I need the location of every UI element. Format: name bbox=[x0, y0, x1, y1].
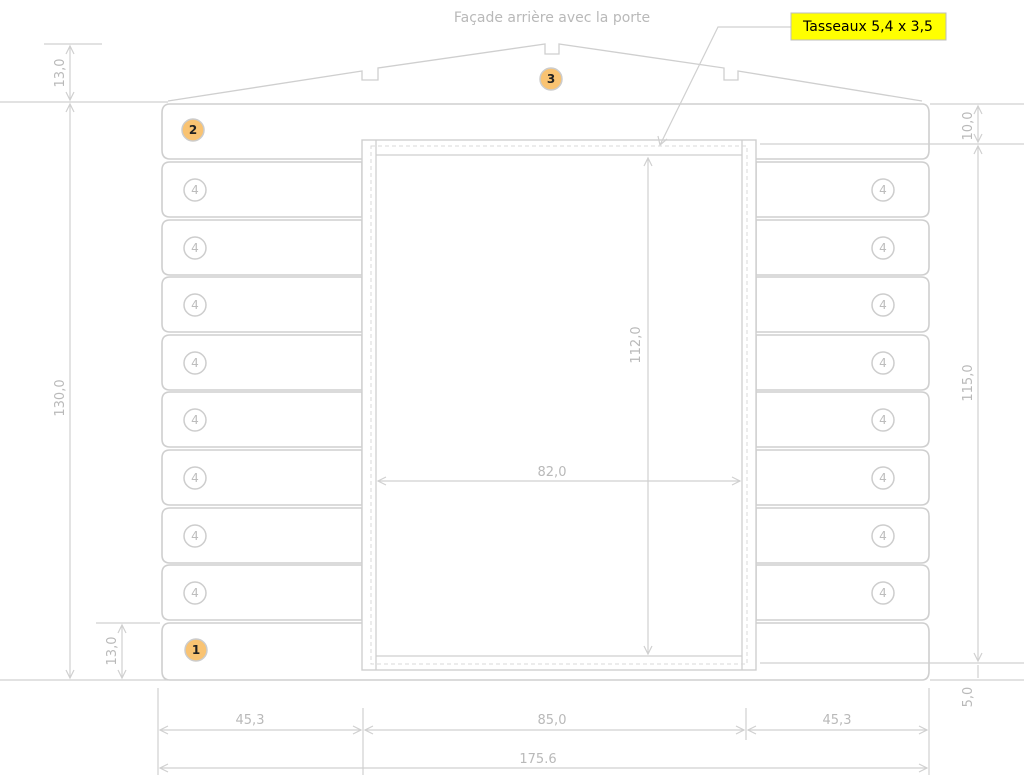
left-marker-4-3 bbox=[183, 293, 207, 317]
right-marker-4-3 bbox=[871, 293, 895, 317]
right-plank-1 bbox=[755, 161, 930, 218]
left-marker-4-7 bbox=[183, 524, 207, 548]
right-marker-4-4-label: 4 bbox=[879, 356, 887, 370]
left-marker-4-4 bbox=[183, 351, 207, 375]
left-plank-7 bbox=[161, 507, 363, 564]
left-marker-4-2-label: 4 bbox=[191, 241, 199, 255]
left-plank-5 bbox=[161, 391, 363, 448]
right-planks bbox=[755, 161, 930, 621]
left-marker-4-7-label: 4 bbox=[191, 529, 199, 543]
drawing-title: Façade arrière avec la porte bbox=[454, 10, 650, 26]
right-marker-4-8 bbox=[871, 581, 895, 605]
right-marker-4-7-label: 4 bbox=[879, 529, 887, 543]
right-marker-4-2 bbox=[871, 236, 895, 260]
roof-outline bbox=[167, 43, 923, 102]
right-marker-4-7 bbox=[871, 524, 895, 548]
door-width-label: 82,0 bbox=[538, 465, 567, 480]
left-width-label: 45,3 bbox=[236, 713, 265, 728]
callout-leader bbox=[659, 26, 792, 146]
left-marker-4-6 bbox=[183, 466, 207, 490]
right-marker-4-5 bbox=[871, 408, 895, 432]
left-marker-4-1-label: 4 bbox=[191, 183, 199, 197]
left-marker-4-6-label: 4 bbox=[191, 471, 199, 485]
bottom-plank-height-label: 13,0 bbox=[105, 637, 120, 666]
side-plank-markers: 4 4 4 4 4 4 4 4 4 4 4 4 4 4 4 4 bbox=[183, 178, 895, 605]
bottom-gap-label: 5,0 bbox=[961, 687, 976, 708]
right-marker-4-5-label: 4 bbox=[879, 413, 887, 427]
left-planks bbox=[161, 161, 363, 621]
right-marker-4-1 bbox=[871, 178, 895, 202]
left-plank-8 bbox=[161, 564, 363, 621]
marker-2 bbox=[181, 118, 205, 142]
right-plank-8 bbox=[755, 564, 930, 621]
left-plank-1 bbox=[161, 161, 363, 218]
callout-label: Tasseaux 5,4 x 3,5 bbox=[802, 19, 933, 35]
left-marker-4-2 bbox=[183, 236, 207, 260]
left-marker-4-5 bbox=[183, 408, 207, 432]
right-marker-4-1-label: 4 bbox=[879, 183, 887, 197]
right-marker-4-6-label: 4 bbox=[879, 471, 887, 485]
right-plank-7 bbox=[755, 507, 930, 564]
marker-2-label: 2 bbox=[189, 123, 197, 137]
left-plank-2 bbox=[161, 219, 363, 276]
right-plank-6 bbox=[755, 449, 930, 506]
left-plank-4 bbox=[161, 334, 363, 391]
door-frame bbox=[361, 139, 757, 671]
right-marker-4-4 bbox=[871, 351, 895, 375]
right-height-label: 115,0 bbox=[961, 364, 976, 401]
door-battens-outline bbox=[370, 145, 748, 665]
right-width-label: 45,3 bbox=[823, 713, 852, 728]
right-plank-4 bbox=[755, 334, 930, 391]
marker-3 bbox=[539, 67, 563, 91]
right-plank-3 bbox=[755, 276, 930, 333]
callout-box bbox=[790, 12, 947, 41]
right-plank-5 bbox=[755, 391, 930, 448]
left-marker-4-4-label: 4 bbox=[191, 356, 199, 370]
middle-width-label: 85,0 bbox=[538, 713, 567, 728]
left-marker-4-5-label: 4 bbox=[191, 413, 199, 427]
total-width-label: 175.6 bbox=[519, 752, 556, 767]
left-marker-4-8 bbox=[183, 581, 207, 605]
roof-height-label: 13,0 bbox=[53, 59, 68, 88]
left-plank-3 bbox=[161, 276, 363, 333]
right-marker-4-6 bbox=[871, 466, 895, 490]
marker-3-label: 3 bbox=[547, 72, 555, 86]
left-plank-6 bbox=[161, 449, 363, 506]
top-gap-label: 10,0 bbox=[961, 112, 976, 141]
wall-height-label: 130,0 bbox=[53, 379, 68, 416]
right-marker-4-2-label: 4 bbox=[879, 241, 887, 255]
marker-1 bbox=[184, 638, 208, 662]
door-height-label: 112,0 bbox=[629, 326, 644, 363]
marker-1-label: 1 bbox=[192, 643, 200, 657]
right-marker-4-3-label: 4 bbox=[879, 298, 887, 312]
right-marker-4-8-label: 4 bbox=[879, 586, 887, 600]
left-marker-4-3-label: 4 bbox=[191, 298, 199, 312]
left-marker-4-8-label: 4 bbox=[191, 586, 199, 600]
left-marker-4-1 bbox=[183, 178, 207, 202]
right-plank-2 bbox=[755, 219, 930, 276]
